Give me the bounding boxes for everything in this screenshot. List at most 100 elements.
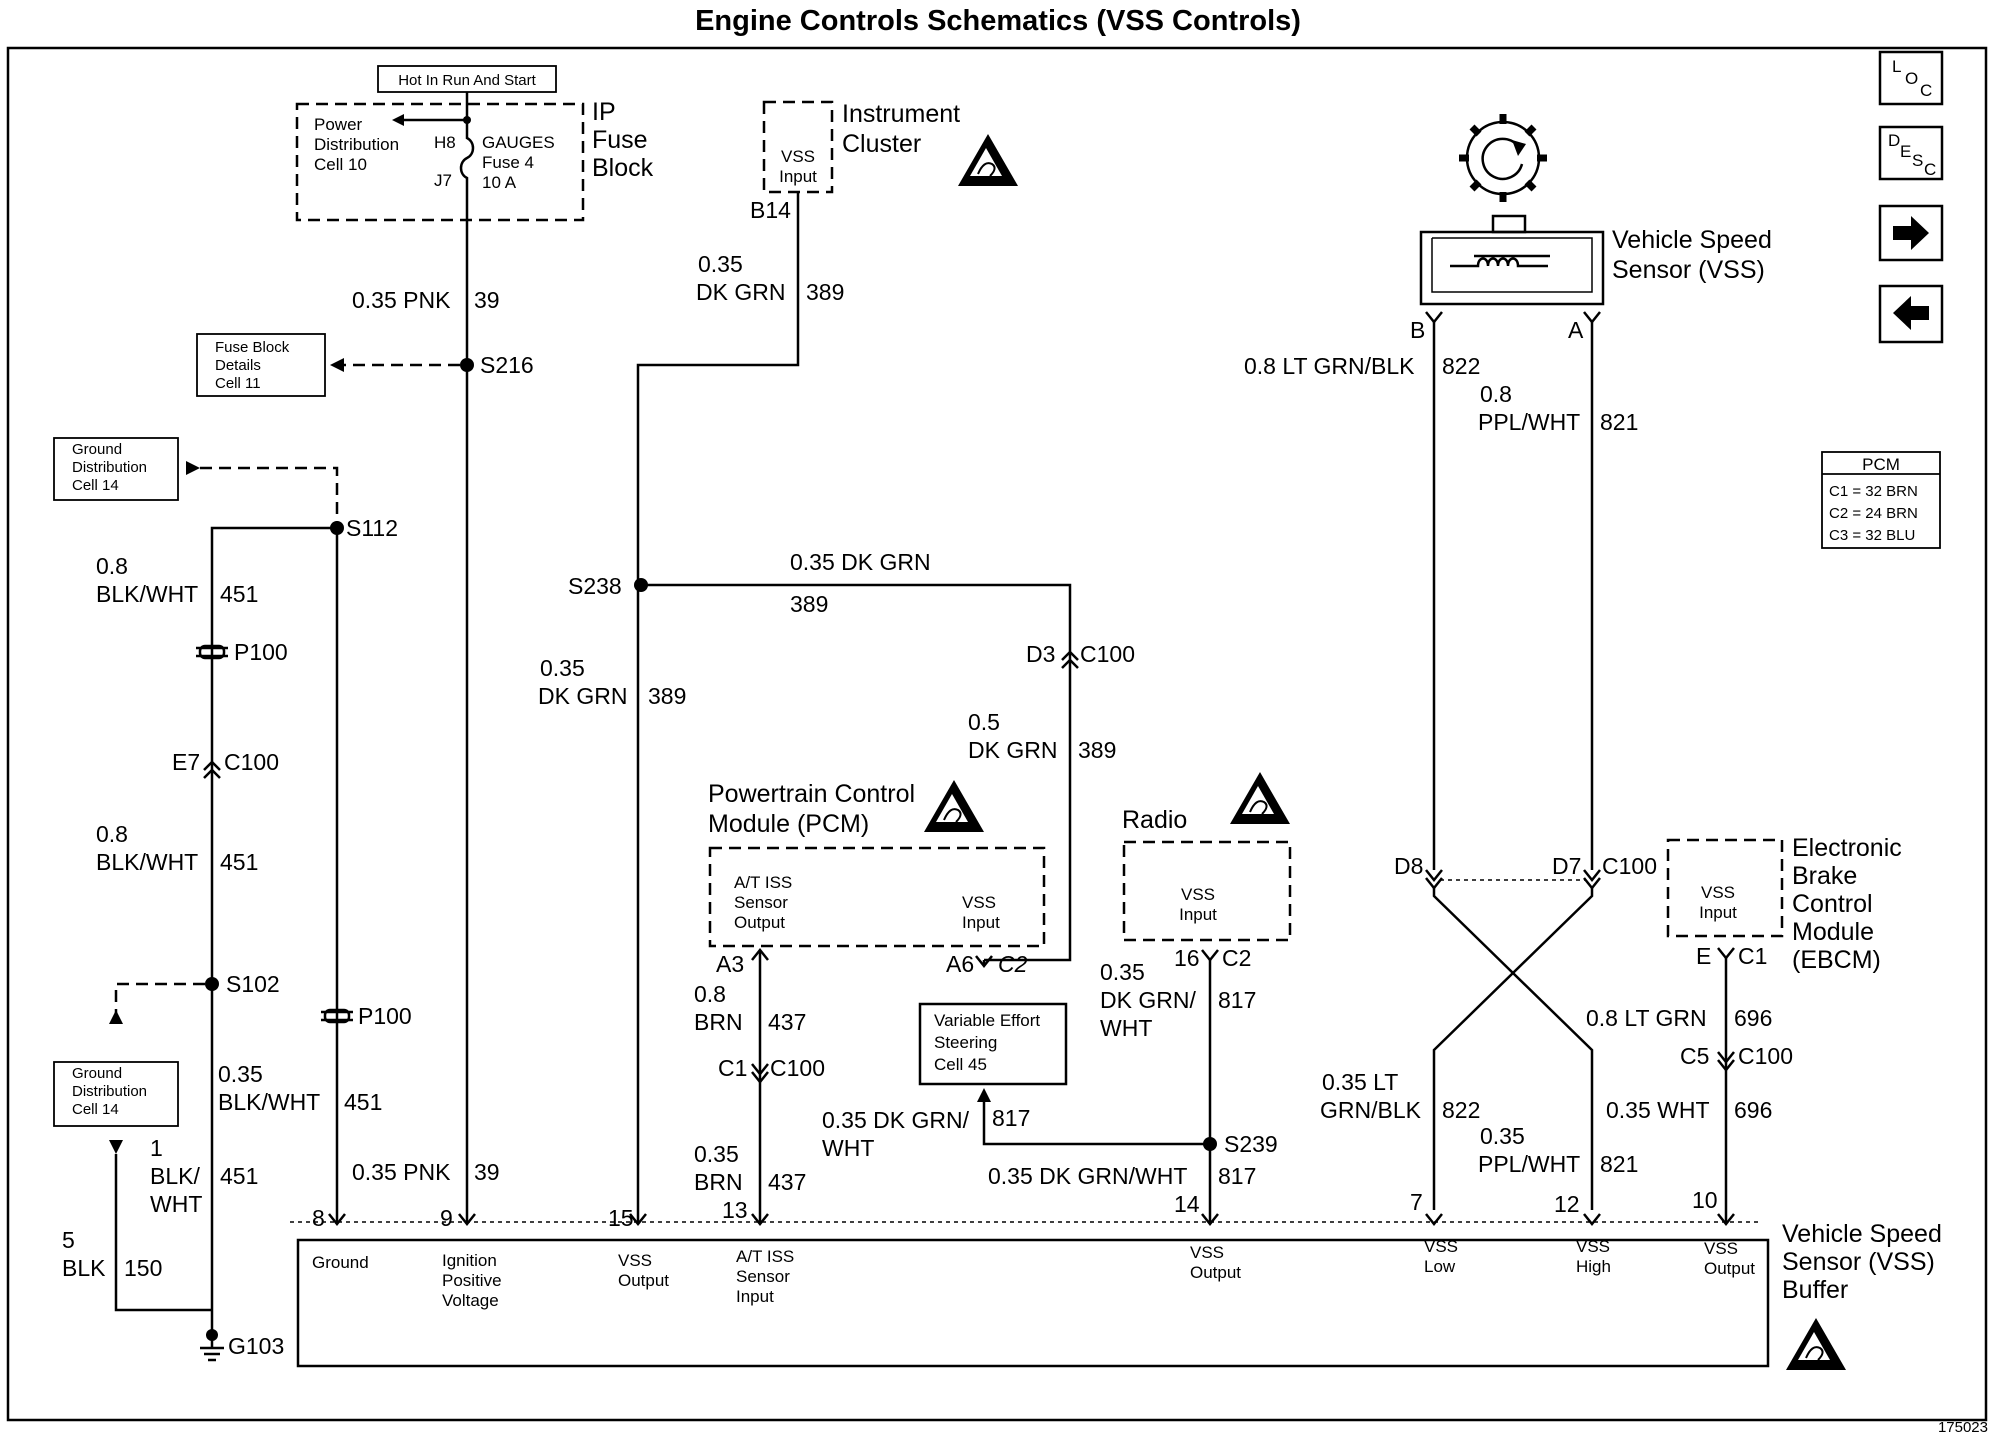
buffer-pin-13: 13 <box>722 1197 748 1223</box>
connector-label: P100 <box>358 1003 412 1029</box>
ip-fuse-block-name: Block <box>592 154 654 182</box>
wire-gauge: 0.5 <box>968 709 1000 735</box>
wire-color: DK GRN <box>968 737 1057 763</box>
wire-389-pcm <box>641 583 1072 962</box>
buffer-pin-label: Input <box>736 1287 774 1306</box>
pin-b14: B14 <box>750 197 791 223</box>
ip-fuse-block-name: Fuse <box>592 126 648 154</box>
p100-connector-icon <box>196 644 228 660</box>
ebcm-name: (EBCM) <box>1792 946 1881 974</box>
loc-letter: L <box>1892 57 1901 76</box>
radio-module: Radio VSS Input 16 C2 <box>1122 806 1292 971</box>
wire-color: BLK/WHT <box>96 581 198 607</box>
connector-label: C100 <box>224 749 279 775</box>
connector-c100-icon <box>1061 650 1079 669</box>
wire-color: BRN <box>694 1169 743 1195</box>
circuit-number: 437 <box>768 1009 806 1035</box>
wire-gauge: 0.35 <box>218 1061 263 1087</box>
wire-label: GRN/BLK <box>1320 1097 1422 1123</box>
wire-color: WHT <box>1100 1015 1152 1041</box>
pcm-pin-label: Input <box>962 913 1000 932</box>
wire-gauge: 0.35 <box>1480 1123 1525 1149</box>
loc-letter: C <box>1920 81 1932 100</box>
buffer-pin-label: High <box>1576 1257 1611 1276</box>
pin-16: 16 <box>1174 945 1200 971</box>
buffer-pin-label: VSS <box>1190 1243 1224 1262</box>
pin-b: B <box>1410 317 1425 343</box>
buffer-pin-label: A/T ISS <box>736 1247 794 1266</box>
loc-button[interactable]: L O C <box>1878 50 1944 106</box>
buffer-pin-15: 15 <box>608 1205 634 1231</box>
ground-label: G103 <box>228 1333 284 1359</box>
ip-fuse-block: Hot In Run And Start Power Distribution … <box>295 65 654 222</box>
radio-input-label: VSS <box>1181 885 1215 904</box>
pin-j7: J7 <box>434 171 452 190</box>
p100-connector-icon <box>321 1008 353 1024</box>
circuit-number: 821 <box>1600 409 1638 435</box>
pin-c1: C1 <box>718 1055 747 1081</box>
wire-gauge: 0.8 <box>1480 381 1512 407</box>
circuit-number: 451 <box>344 1089 382 1115</box>
ground-icon <box>200 1329 224 1362</box>
circuit-number: 39 <box>474 1159 500 1185</box>
circuit-number: 389 <box>790 591 828 617</box>
hot-in-run-label: Hot In Run And Start <box>398 72 536 89</box>
ic-name: Cluster <box>842 130 921 158</box>
arrow-left-icon <box>1893 296 1929 330</box>
pin-a3: A3 <box>716 951 744 977</box>
esd-sensitive-icon <box>1785 1317 1847 1371</box>
buffer-pin-label: Low <box>1424 1257 1456 1276</box>
wire-label: 0.35 DK GRN/WHT <box>988 1163 1187 1189</box>
legend-title: PCM <box>1862 455 1900 474</box>
connector-label: P100 <box>234 639 288 665</box>
circuit-number: 817 <box>1218 987 1256 1013</box>
ebcm-input-label: Input <box>1699 903 1737 922</box>
ref-label: Ground <box>72 441 122 458</box>
ref-label: Ground <box>72 1065 122 1082</box>
wire-label: WHT <box>822 1135 874 1161</box>
wire-label: 0.35 PNK <box>352 287 451 313</box>
pin-e: E <box>1696 943 1711 969</box>
desc-letter: C <box>1924 160 1936 179</box>
pin-a6: A6 <box>946 951 974 977</box>
circuit-number: 822 <box>1442 353 1480 379</box>
vss-sensor-name: Sensor (VSS) <box>1612 256 1765 284</box>
ref-label: Cell 14 <box>72 477 119 494</box>
wire-gauge: 0.35 <box>1100 959 1145 985</box>
wire-817-ves <box>982 1100 1210 1146</box>
buffer-pin-label: Output <box>1704 1259 1755 1278</box>
loc-letter: O <box>1905 69 1918 88</box>
circuit-number: 451 <box>220 581 258 607</box>
buffer-pin-9: 9 <box>440 1205 453 1231</box>
buffer-name: Sensor (VSS) <box>1782 1248 1935 1276</box>
wire-color: DK GRN <box>538 683 627 709</box>
fuse-label: Fuse 4 <box>482 153 534 172</box>
buffer-pin-12: 12 <box>1554 1191 1580 1217</box>
coil-icon <box>1450 254 1550 268</box>
ebcm-name: Module <box>1792 918 1874 946</box>
wire-821-cross <box>1432 888 1594 1210</box>
ic-input-label: Input <box>779 167 817 186</box>
wire-label: 0.35 LT <box>1322 1069 1398 1095</box>
ip-fuse-block-name: IP <box>592 98 616 126</box>
pcm-pin-label: A/T ISS <box>734 873 792 892</box>
buffer-pin-label: Sensor <box>736 1267 790 1286</box>
wire-color: DK GRN/ <box>1100 987 1196 1013</box>
circuit-number: 817 <box>1218 1163 1256 1189</box>
circuit-number: 821 <box>1600 1151 1638 1177</box>
desc-letter: S <box>1912 151 1923 170</box>
buffer-name: Buffer <box>1782 1276 1848 1304</box>
connector-label: C100 <box>1738 1043 1793 1069</box>
connector-label: C1 <box>1738 943 1767 969</box>
ref-label: Cell 11 <box>215 375 261 392</box>
buffer-pin-label: VSS <box>1424 1237 1458 1256</box>
wire-color: BLK/WHT <box>96 849 198 875</box>
esd-sensitive-icon <box>923 779 985 833</box>
ref-label: Cell 45 <box>934 1055 987 1074</box>
desc-button[interactable]: D E S C <box>1878 125 1944 181</box>
prev-page-button[interactable] <box>1878 284 1944 344</box>
wire-gauge: 5 <box>62 1227 75 1253</box>
wire-gauge: 0.8 <box>96 821 128 847</box>
buffer-pin-8: 8 <box>312 1205 325 1231</box>
next-page-button[interactable] <box>1878 204 1944 262</box>
